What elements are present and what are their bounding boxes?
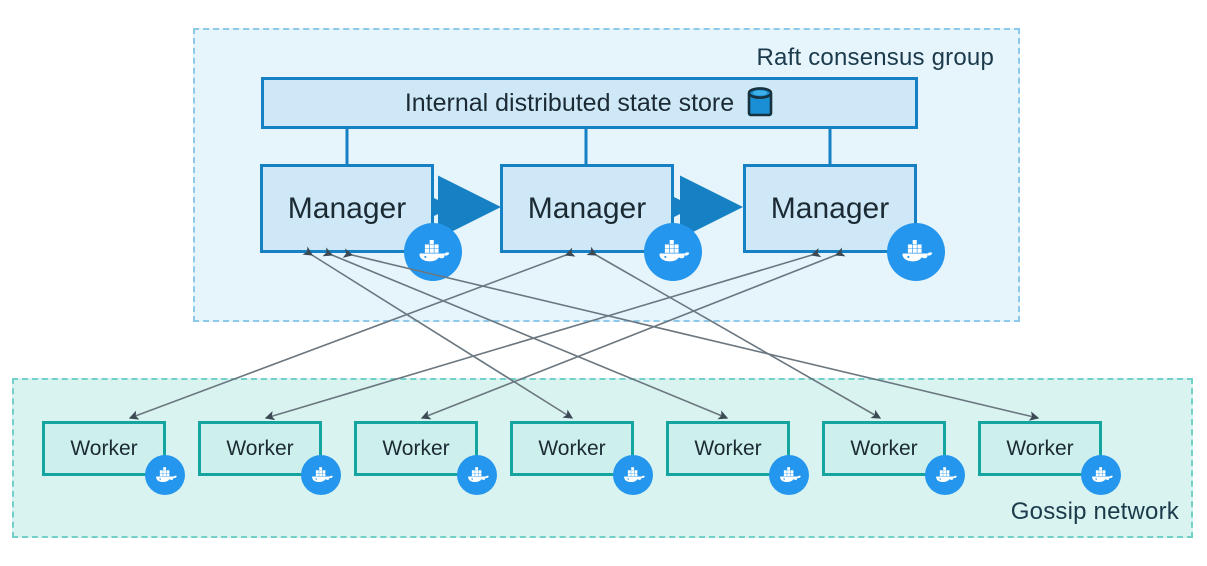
worker-node-4[interactable]: Worker (510, 421, 653, 495)
manager-label: Manager (287, 191, 407, 225)
state-store-label: Internal distributed state store (404, 88, 735, 117)
database-cylinder-icon (747, 87, 773, 117)
worker-label: Worker (850, 436, 918, 460)
manager-node-1[interactable]: Manager (260, 164, 462, 281)
worker-node-2[interactable]: Worker (198, 421, 341, 495)
worker-node-3[interactable]: Worker (354, 421, 497, 495)
worker-label: Worker (382, 436, 450, 460)
docker-whale-icon (301, 455, 341, 495)
manager-node-3[interactable]: Manager (743, 164, 945, 281)
worker-node-5[interactable]: Worker (666, 421, 809, 495)
docker-whale-icon (644, 223, 702, 281)
docker-whale-icon (925, 455, 965, 495)
raft-group-label: Raft consensus group (756, 44, 994, 71)
docker-whale-icon (769, 455, 809, 495)
internal-distributed-state-store[interactable]: Internal distributed state store (261, 77, 918, 129)
docker-whale-icon (404, 223, 462, 281)
worker-node-6[interactable]: Worker (822, 421, 965, 495)
manager-node-2[interactable]: Manager (500, 164, 702, 281)
docker-whale-icon (613, 455, 653, 495)
worker-label: Worker (70, 436, 138, 460)
gossip-group-label: Gossip network (1010, 498, 1179, 525)
docker-whale-icon (145, 455, 185, 495)
worker-node-7[interactable]: Worker (978, 421, 1121, 495)
docker-whale-icon (887, 223, 945, 281)
docker-whale-icon (457, 455, 497, 495)
manager-label: Manager (770, 191, 890, 225)
worker-label: Worker (694, 436, 762, 460)
worker-label: Worker (226, 436, 294, 460)
worker-node-1[interactable]: Worker (42, 421, 185, 495)
docker-whale-icon (1081, 455, 1121, 495)
worker-label: Worker (538, 436, 606, 460)
worker-label: Worker (1006, 436, 1074, 460)
manager-label: Manager (527, 191, 647, 225)
